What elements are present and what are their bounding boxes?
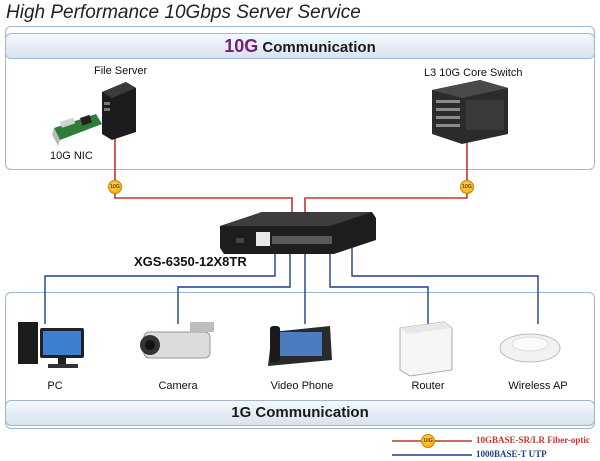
utp-links	[44, 244, 539, 324]
nic-card-icon	[52, 114, 102, 146]
fiber-link-core-switch	[304, 136, 468, 212]
fiber-links	[114, 136, 468, 212]
file-server-icon	[102, 82, 136, 140]
top-band-accent: 10G	[224, 36, 259, 56]
video-phone-label: Video Phone	[270, 380, 334, 392]
utp-link-ap	[351, 244, 539, 324]
wireless-ap-icon	[499, 333, 561, 363]
router-icon	[399, 321, 453, 377]
router-label: Router	[411, 380, 445, 392]
legend-fiber-text: 10GBASE-SR/LR Fiber-optic	[476, 435, 590, 445]
utp-link-router	[329, 244, 429, 324]
utp-link-pc	[44, 244, 276, 324]
nic-label: 10G NIC	[50, 150, 93, 162]
bottom-band-label: 1G Communication	[231, 404, 369, 421]
bottom-band: 1G Communication	[5, 400, 595, 426]
top-band-label: Communication	[258, 39, 376, 56]
core-switch-icon	[432, 80, 508, 144]
main-switch-icon	[220, 212, 376, 254]
fiber-tag-core-switch: 10G	[460, 180, 474, 194]
core-switch-label: L3 10G Core Switch	[424, 67, 523, 79]
camera-icon	[140, 322, 214, 359]
video-phone-icon	[268, 326, 332, 366]
file-server-label: File Server	[94, 65, 148, 77]
wireless-ap-label: Wireless AP	[508, 380, 568, 392]
pc-icon	[18, 322, 84, 368]
legend-fiber-tag: 10G	[421, 434, 435, 448]
main-switch-label: XGS-6350-12X8TR	[134, 254, 247, 269]
fiber-tag-file-server: 10G	[108, 180, 122, 194]
utp-link-camera	[177, 244, 291, 324]
pc-label: PC	[47, 380, 63, 392]
fiber-link-file-server	[114, 136, 293, 212]
camera-label: Camera	[158, 380, 198, 392]
top-band: 10G Communication	[5, 33, 595, 59]
page-title: High Performance 10Gbps Server Service	[6, 2, 361, 23]
legend-utp-text: 1000BASE-T UTP	[476, 449, 547, 459]
